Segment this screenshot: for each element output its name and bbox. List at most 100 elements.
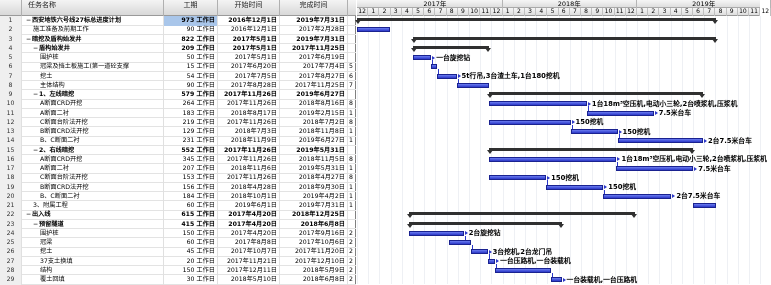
predecessor-cell[interactable]: 5 [349,63,353,71]
start-date-cell[interactable]: 2018年11月6日 [218,164,280,174]
collapse-toggle-icon[interactable]: − [26,35,32,43]
predecessor-cell[interactable] [348,25,356,35]
start-date-cell[interactable]: 2019年6月1日 [218,201,280,211]
start-date-cell[interactable]: 2017年11月26日 [218,173,280,183]
task-name-cell[interactable]: A断面二衬 [22,164,164,174]
end-date-cell[interactable]: 2018年6月8日 [280,219,348,230]
predecessor-cell[interactable]: 2 [349,257,353,265]
task-name-cell[interactable]: 主体结构 [22,80,164,91]
task-bar[interactable] [495,267,551,273]
col-header-pred[interactable] [348,0,356,16]
duration-cell[interactable]: 150 工作日 [164,265,218,276]
task-name-cell[interactable]: 3、附属工程 [22,201,164,211]
task-name-cell[interactable]: C断面台阶法开挖 [22,117,164,128]
duration-cell[interactable]: 15 工作日 [164,62,218,72]
collapse-toggle-icon[interactable]: − [33,146,39,154]
predecessor-cell[interactable]: 2 [349,276,353,283]
end-date-cell[interactable]: 2017年7月4日 [280,62,348,72]
task-bar[interactable] [489,156,617,162]
duration-cell[interactable]: 184 工作日 [164,191,218,202]
start-date-cell[interactable]: 2018年4月28日 [218,182,280,193]
col-header-id[interactable] [0,0,22,16]
predecessor-cell[interactable]: 2 [349,229,353,237]
task-name-cell[interactable]: C断面台阶法开挖 [22,173,164,183]
task-name-cell[interactable]: −出入线 [22,210,164,220]
task-bar[interactable] [357,27,390,33]
predecessor-cell[interactable]: 6 [349,72,353,80]
task-bar[interactable] [617,138,703,144]
end-date-cell[interactable]: 2017年11月25日 [280,43,348,54]
task-name-cell[interactable]: −1、左线暗挖 [22,90,164,100]
task-name-cell[interactable]: 冠梁 [22,238,164,248]
duration-cell[interactable]: 54 工作日 [164,71,218,82]
start-date-cell[interactable]: 2017年11月26日 [218,99,280,109]
summary-bar[interactable] [487,147,695,154]
duration-cell[interactable]: 264 工作日 [164,99,218,109]
start-date-cell[interactable]: 2017年10月7日 [218,247,280,257]
task-name-cell[interactable]: −西安地铁六号线27标总进度计划 [22,16,164,26]
task-name-cell[interactable]: B、C断面二衬 [22,136,164,146]
end-date-cell[interactable]: 2018年5月9日 [280,265,348,276]
task-bar[interactable] [586,110,654,116]
task-name-cell[interactable]: A断面CRD开挖 [22,154,164,165]
task-name-cell[interactable]: 围护桩 [22,228,164,239]
end-date-cell[interactable]: 2019年6月27日 [280,136,348,146]
task-name-cell[interactable]: 37支土换填 [22,256,164,267]
start-date-cell[interactable]: 2018年11月9日 [218,136,280,146]
duration-cell[interactable]: 153 工作日 [164,173,218,183]
task-name-cell[interactable]: B、C断面二衬 [22,191,164,202]
end-date-cell[interactable]: 2017年8月27日 [280,71,348,82]
end-date-cell[interactable]: 2017年11月20日 [280,247,348,257]
end-date-cell[interactable]: 2018年4月27日 [280,173,348,183]
task-bar[interactable] [616,166,694,171]
duration-cell[interactable]: 552 工作日 [164,145,218,156]
task-name-cell[interactable]: A断面二衬 [22,108,164,119]
end-date-cell[interactable]: 2018年11月5日 [280,154,348,165]
duration-cell[interactable]: 822 工作日 [164,34,218,45]
predecessor-cell[interactable]: 1 [349,183,353,191]
summary-bar[interactable] [487,92,705,98]
task-bar[interactable] [489,175,547,181]
duration-cell[interactable]: 209 工作日 [164,43,218,54]
duration-cell[interactable]: 90 工作日 [164,25,218,35]
start-date-cell[interactable]: 2017年5月1日 [218,43,280,54]
task-name-cell[interactable]: 覆土回填 [22,275,164,285]
collapse-toggle-icon[interactable]: − [26,211,32,219]
start-date-cell[interactable]: 2018年8月17日 [218,108,280,119]
start-date-cell[interactable]: 2017年4月20日 [218,228,280,239]
end-date-cell[interactable]: 2017年2月28日 [280,25,348,35]
predecessor-cell[interactable]: 1 [349,202,353,209]
start-date-cell[interactable]: 2017年5月1日 [218,34,280,45]
predecessor-cell[interactable] [348,90,356,100]
end-date-cell[interactable]: 2019年5月31日 [280,164,348,174]
end-date-cell[interactable]: 2018年7月2日 [280,117,348,128]
predecessor-cell[interactable] [348,53,356,63]
duration-cell[interactable]: 60 工作日 [164,201,218,211]
end-date-cell[interactable]: 2018年11月8日 [280,127,348,137]
end-date-cell[interactable]: 2018年12月25日 [280,210,348,220]
predecessor-cell[interactable] [348,44,356,54]
start-date-cell[interactable]: 2017年8月28日 [218,80,280,91]
duration-cell[interactable]: 345 工作日 [164,154,218,165]
predecessor-cell[interactable]: 1 [349,109,353,117]
task-name-cell[interactable]: −盾构始发井 [22,43,164,54]
start-date-cell[interactable]: 2017年5月1日 [218,53,280,63]
end-date-cell[interactable]: 2019年7月31日 [280,34,348,45]
duration-cell[interactable]: 20 工作日 [164,256,218,267]
predecessor-cell[interactable] [348,35,356,45]
task-bar[interactable] [408,230,464,236]
task-bar[interactable] [570,129,618,134]
collapse-toggle-icon[interactable]: − [33,220,39,228]
predecessor-cell[interactable]: 2 [349,239,353,246]
